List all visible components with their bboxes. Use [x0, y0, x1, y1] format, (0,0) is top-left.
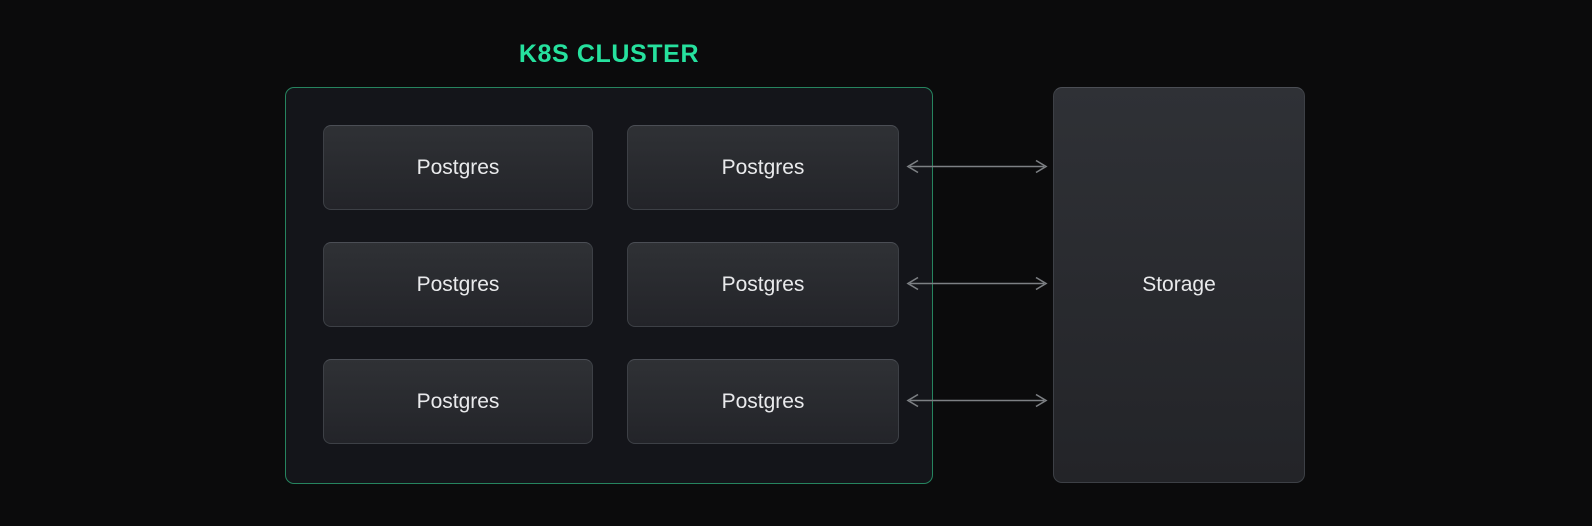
postgres-node: Postgres [627, 125, 899, 210]
postgres-node: Postgres [323, 125, 593, 210]
postgres-node: Postgres [627, 242, 899, 327]
k8s-cluster-boundary: Postgres Postgres Postgres Postgres Post… [285, 87, 933, 484]
postgres-node: Postgres [627, 359, 899, 444]
cluster-title: K8S CLUSTER [518, 40, 700, 68]
postgres-node-label: Postgres [721, 272, 805, 296]
postgres-node-label: Postgres [721, 389, 805, 413]
storage-label: Storage [1142, 273, 1216, 296]
postgres-node-label: Postgres [416, 389, 500, 413]
postgres-node: Postgres [323, 242, 593, 327]
postgres-node: Postgres [323, 359, 593, 444]
postgres-node-label: Postgres [721, 155, 805, 179]
postgres-node-grid: Postgres Postgres Postgres Postgres Post… [323, 125, 899, 444]
postgres-node-label: Postgres [416, 155, 500, 179]
storage-box: Storage [1053, 87, 1305, 483]
postgres-node-label: Postgres [416, 272, 500, 296]
